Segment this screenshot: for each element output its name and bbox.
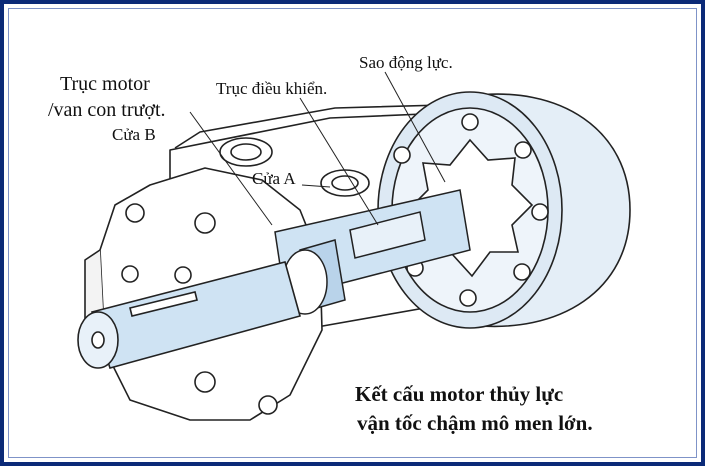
bolt-hole xyxy=(125,203,145,223)
bolt-hole xyxy=(121,265,139,283)
leader-motor-shaft xyxy=(189,111,273,226)
output-shaft-center xyxy=(91,331,105,349)
roller xyxy=(461,113,479,131)
label-control-shaft: Trục điều khiển. xyxy=(216,79,328,98)
label-port-b: Cửa B xyxy=(112,125,156,144)
roller xyxy=(393,146,411,164)
frame-inner-border xyxy=(8,8,697,458)
shaft-keyway xyxy=(129,291,198,317)
bolt-hole xyxy=(194,212,216,234)
roller xyxy=(513,263,531,281)
leader-control-shaft xyxy=(299,97,379,226)
leader-port-a xyxy=(301,184,331,188)
control-shaft-slot xyxy=(349,211,426,259)
label-power-star: Sao động lực. xyxy=(359,53,453,72)
label-motor-shaft: Trục motor xyxy=(60,73,150,95)
caption-line-2: vận tốc chậm mô men lớn. xyxy=(357,411,593,435)
bolt-hole xyxy=(174,266,192,284)
roller xyxy=(531,203,549,221)
port-a-hole-inner xyxy=(331,175,359,191)
bolt-hole xyxy=(194,371,216,393)
leader-power-star xyxy=(384,71,446,183)
port-b-hole-inner xyxy=(230,143,262,161)
roller xyxy=(459,289,477,307)
label-spool-valve: /van con trượt. xyxy=(48,99,166,121)
label-port-a: Cửa A xyxy=(252,169,296,188)
roller xyxy=(514,141,532,159)
bolt-hole xyxy=(258,395,278,415)
caption-line-1: Kết cấu motor thủy lực xyxy=(355,382,564,406)
